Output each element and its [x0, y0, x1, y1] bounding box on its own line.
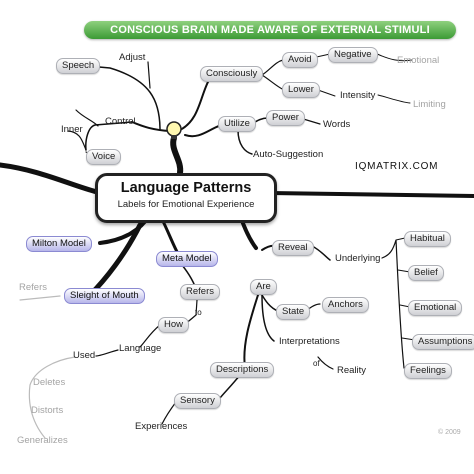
banner-title: CONSCIOUS BRAIN MADE AWARE OF EXTERNAL S… — [84, 21, 456, 39]
node-habitual[interactable]: Habitual — [404, 231, 451, 247]
central-topic-subtitle: Labels for Emotional Experience — [117, 199, 255, 210]
node-distorts[interactable]: Distorts — [31, 405, 64, 416]
node-emotional[interactable]: Emotional — [408, 300, 463, 316]
node-voice[interactable]: Voice — [86, 149, 122, 165]
node-reveal[interactable]: Reveal — [272, 240, 314, 256]
node-state[interactable]: State — [276, 304, 311, 320]
node-interpretations[interactable]: Interpretations — [279, 336, 340, 347]
node-experiences[interactable]: Experiences — [135, 421, 188, 432]
node-are[interactable]: Are — [250, 279, 277, 295]
central-topic-title: Language Patterns — [120, 180, 252, 196]
node-adjust[interactable]: Adjust — [119, 52, 146, 63]
node-descriptions[interactable]: Descriptions — [210, 362, 275, 378]
node-avoid[interactable]: Avoid — [282, 52, 318, 68]
node-generalizes[interactable]: Generalizes — [17, 435, 68, 446]
node-utilize[interactable]: Utilize — [218, 116, 256, 132]
node-belief[interactable]: Belief — [408, 265, 444, 281]
node-to[interactable]: to — [195, 308, 202, 317]
node-limiting[interactable]: Limiting — [413, 99, 446, 110]
node-auto-suggestion[interactable]: Auto-Suggestion — [253, 149, 324, 160]
website-label: IQMATRIX.COM — [355, 161, 439, 172]
node-assumptions[interactable]: Assumptions — [412, 334, 474, 350]
node-sleight-of-mouth[interactable]: Sleight of Mouth — [64, 288, 145, 304]
node-underlying[interactable]: Underlying — [335, 253, 381, 264]
node-emotional-faded[interactable]: Emotional — [397, 55, 440, 66]
node-used[interactable]: Used — [73, 350, 96, 361]
node-milton-model[interactable]: Milton Model — [26, 236, 92, 252]
node-feelings[interactable]: Feelings — [404, 363, 452, 379]
node-inner[interactable]: Inner — [61, 124, 83, 135]
node-control[interactable]: Control — [105, 116, 136, 127]
node-refers-faded[interactable]: Refers — [19, 282, 47, 293]
node-language[interactable]: Language — [119, 343, 162, 354]
node-consciously[interactable]: Consciously — [200, 66, 264, 82]
node-deletes[interactable]: Deletes — [33, 377, 66, 388]
node-sensory[interactable]: Sensory — [174, 393, 221, 409]
node-reality[interactable]: Reality — [337, 365, 367, 376]
copyright-label: © 2009 — [438, 429, 461, 436]
node-lower[interactable]: Lower — [282, 82, 320, 98]
node-anchors[interactable]: Anchors — [322, 297, 369, 313]
node-negative[interactable]: Negative — [328, 47, 378, 63]
node-refers[interactable]: Refers — [180, 284, 220, 300]
node-power[interactable]: Power — [266, 110, 305, 126]
node-intensity[interactable]: Intensity — [340, 90, 376, 101]
node-speech[interactable]: Speech — [56, 58, 101, 74]
node-words[interactable]: Words — [323, 119, 351, 130]
central-topic[interactable]: Language Patterns Labels for Emotional E… — [95, 173, 277, 223]
node-meta-model[interactable]: Meta Model — [156, 251, 218, 267]
lightbulb-icon — [166, 121, 182, 139]
node-of[interactable]: of — [313, 359, 320, 368]
node-how[interactable]: How — [158, 317, 190, 333]
